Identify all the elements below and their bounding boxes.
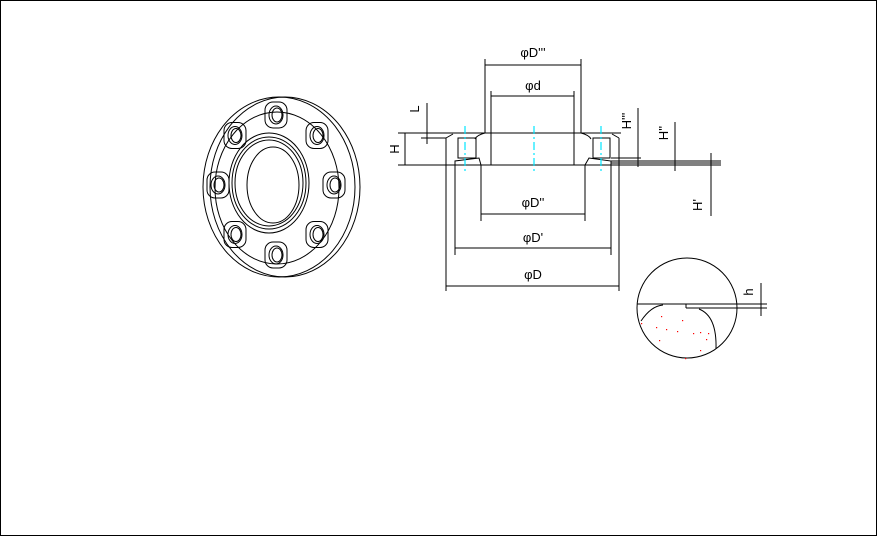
flange-3d-view bbox=[202, 96, 361, 278]
hatch-dot bbox=[661, 316, 663, 318]
bolt-hole-icon bbox=[264, 241, 288, 269]
hatch-dot bbox=[641, 323, 643, 325]
label-H-triple: H''' bbox=[619, 113, 634, 130]
hatch-dot bbox=[700, 332, 702, 334]
bolt-hole-icon bbox=[305, 220, 329, 248]
label-L: L bbox=[407, 105, 422, 112]
label-D-single: φD' bbox=[523, 230, 543, 245]
hatch-dot bbox=[706, 339, 708, 341]
bolt-hole-icon bbox=[264, 101, 288, 129]
hatch-dot bbox=[685, 358, 687, 360]
bolt-hole-icon bbox=[223, 220, 247, 248]
hatch-dot bbox=[656, 327, 658, 329]
label-h: h bbox=[741, 288, 756, 295]
hatch-dot bbox=[708, 333, 710, 335]
label-H-single: H' bbox=[690, 199, 705, 211]
bolt-hole-icon bbox=[322, 171, 346, 199]
bolt-hole-icon bbox=[206, 171, 230, 199]
hatch-dot bbox=[700, 350, 702, 352]
hatch-dot bbox=[677, 331, 679, 333]
hatch-dot bbox=[666, 329, 668, 331]
label-D-triple: φD''' bbox=[520, 45, 545, 60]
label-D-double: φD'' bbox=[522, 195, 545, 210]
flange-section-view bbox=[398, 59, 721, 291]
label-H: H bbox=[387, 144, 402, 153]
hatch-dot bbox=[682, 320, 684, 322]
hatch-dot bbox=[693, 333, 695, 335]
hatch-dot bbox=[659, 340, 661, 342]
label-d: φd bbox=[525, 78, 541, 93]
bolt-hole-icon bbox=[305, 122, 329, 150]
detail-view bbox=[636, 257, 767, 360]
label-H-double: H'' bbox=[656, 126, 671, 140]
label-D: φD bbox=[524, 267, 542, 282]
bolt-hole-icon bbox=[223, 122, 247, 150]
